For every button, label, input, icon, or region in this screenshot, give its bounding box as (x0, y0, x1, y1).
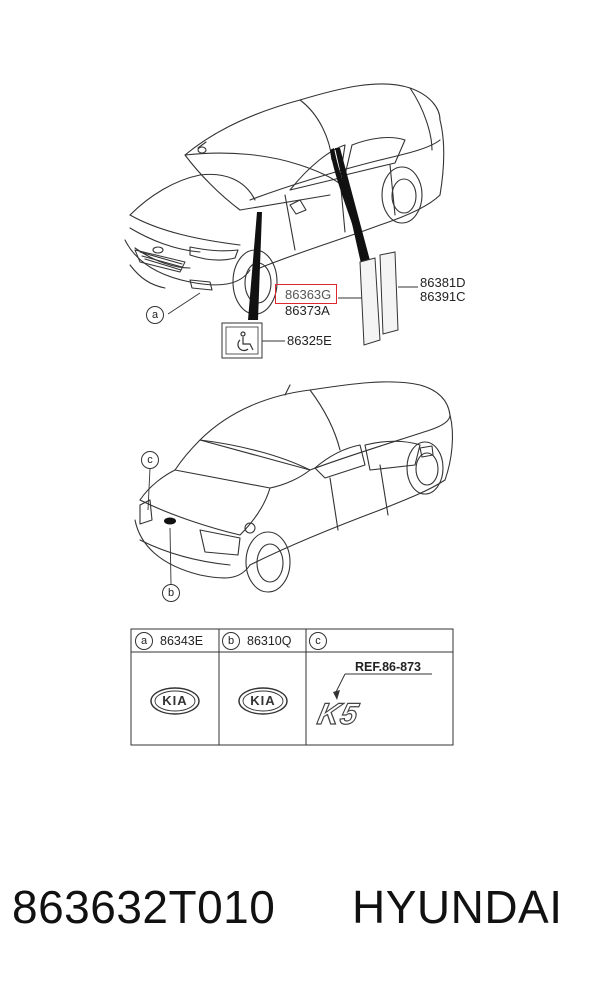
callout-b-rear: b (162, 584, 180, 602)
part-label-86325E[interactable]: 86325E (287, 333, 332, 348)
k5-emblem: K5 (314, 697, 363, 731)
callout-c-rear: c (141, 451, 159, 469)
legend-callout-a: a (135, 632, 153, 650)
footer-brand: HYUNDAI (352, 881, 563, 933)
kia-emblem-a: KIA (162, 693, 188, 708)
part-label-86381D[interactable]: 86381D (420, 275, 466, 290)
part-label-86373A[interactable]: 86373A (285, 303, 330, 318)
ref-label[interactable]: REF.86-873 (355, 660, 422, 674)
callout-a-front: a (146, 306, 164, 324)
legend-part-86343E[interactable]: 86343E (160, 634, 204, 648)
part-label-86363G[interactable]: 86363G (285, 287, 332, 302)
highlighted-part-box (275, 284, 337, 304)
footer-part-number: 863632T010 (12, 881, 276, 933)
legend-callout-c: c (309, 632, 327, 650)
legend-part-86310Q[interactable]: 86310Q (247, 634, 292, 648)
legend-callout-b: b (222, 632, 240, 650)
part-label-86391C[interactable]: 86391C (420, 289, 466, 304)
kia-emblem-b: KIA (250, 693, 276, 708)
